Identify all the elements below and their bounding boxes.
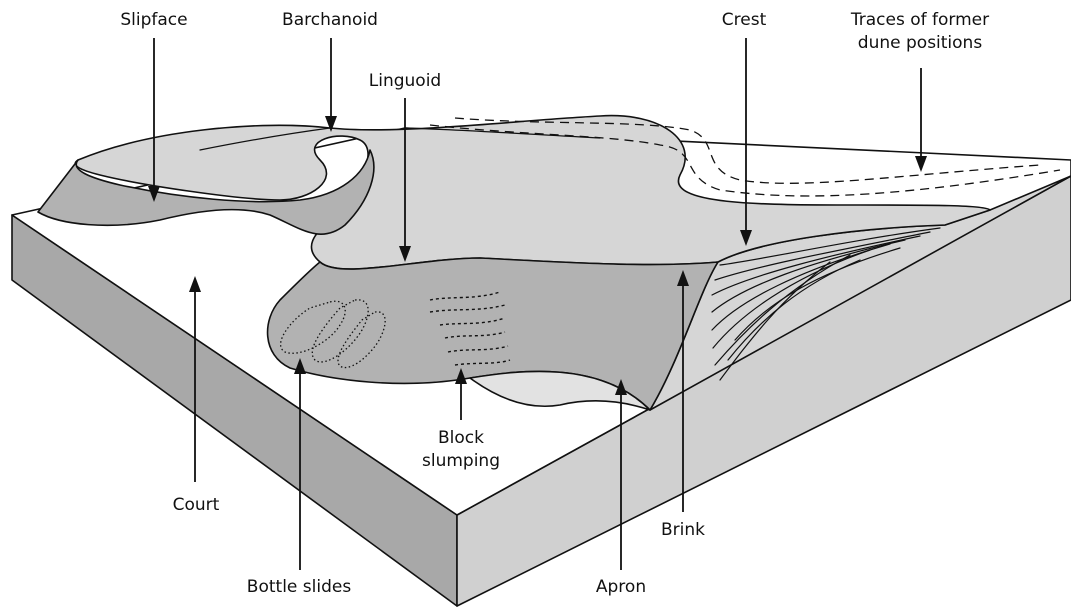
label-traces-line2: dune positions: [858, 33, 983, 53]
label-court: Court: [173, 495, 220, 515]
label-linguoid: Linguoid: [369, 71, 441, 91]
label-barchanoid: Barchanoid: [282, 10, 378, 30]
label-apron: Apron: [596, 577, 646, 597]
label-block-line1: Block: [438, 428, 484, 448]
label-slipface: Slipface: [120, 10, 187, 30]
label-block-line2: slumping: [422, 451, 500, 471]
label-bottle-slides: Bottle slides: [247, 577, 352, 597]
label-traces-line1: Traces of former: [850, 10, 989, 30]
label-crest: Crest: [722, 10, 767, 30]
arrow-barchanoid: [325, 38, 337, 132]
label-brink: Brink: [661, 520, 705, 540]
arrow-traces: [915, 68, 927, 172]
